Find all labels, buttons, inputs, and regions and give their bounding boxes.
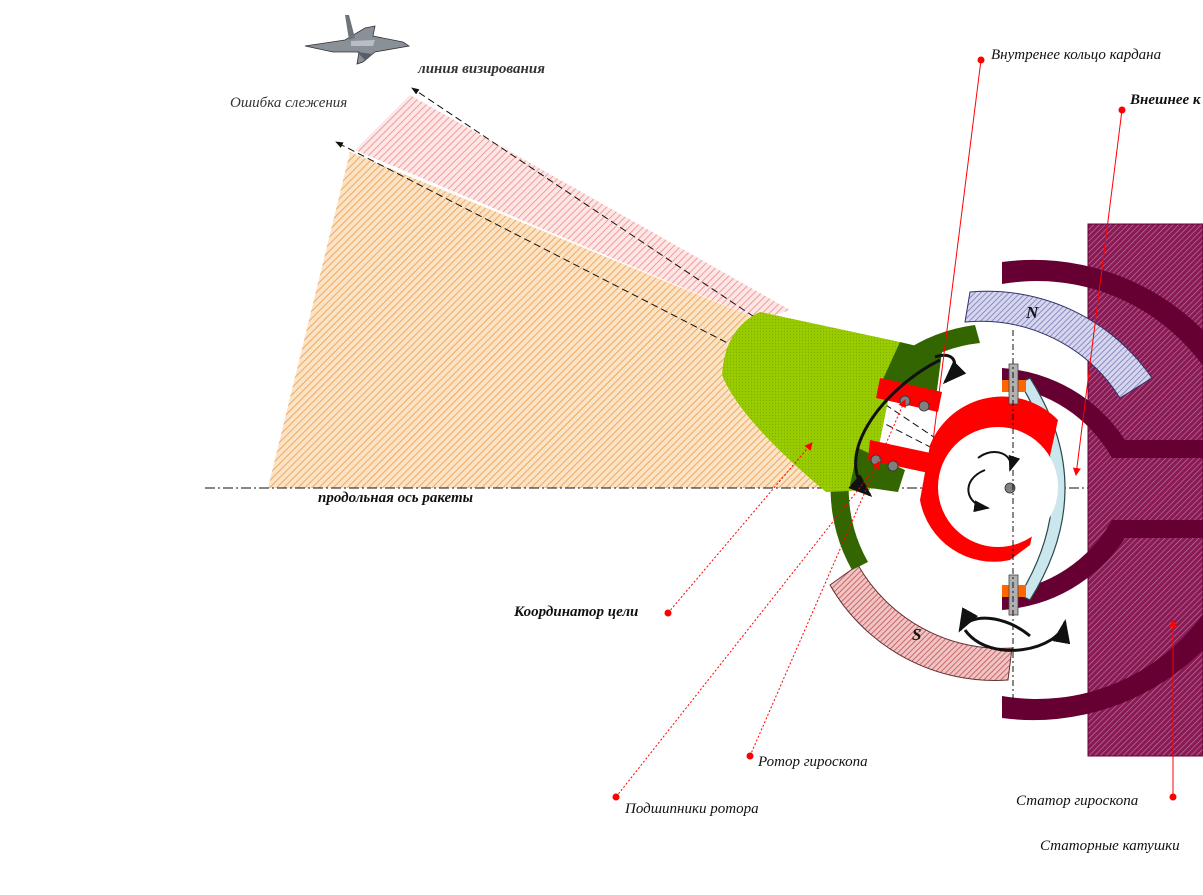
leader-gyro-rotor: [749, 399, 906, 757]
leader-target-seeker: [667, 442, 813, 614]
bearing-ball: [899, 395, 911, 407]
label-target-seeker: Координатор цели: [513, 604, 638, 620]
rotor-spin-arrow: [967, 469, 990, 513]
leader-dot: [1118, 106, 1126, 114]
bearing-ball: [918, 400, 930, 412]
stator-coil-outer-top: [1002, 259, 1203, 366]
tracking-error-cone: [355, 95, 790, 320]
leader-dot: [977, 56, 985, 64]
leader-outer-ring: [1072, 109, 1123, 476]
precession-arrow-ring: [848, 358, 941, 497]
stator-spin-arrow-left: [958, 607, 1031, 638]
label-gyro-rotor: Ротор гироскопа: [757, 754, 868, 770]
stator-block: [1087, 223, 1203, 757]
label-gyro-stator: Статор гироскопа: [1016, 793, 1138, 809]
stator-coil-outer-bottom: [1002, 614, 1203, 721]
bearing-ball: [887, 460, 899, 472]
leader-dot: [1169, 793, 1177, 801]
bearing-ball: [870, 454, 882, 466]
target-seeker-head: [722, 312, 900, 492]
leader-inner-gimbal: [926, 59, 982, 466]
label-pole-s: S: [912, 625, 921, 644]
precession-arrow-top: [934, 353, 967, 385]
label-line-of-sight: линия визирования: [417, 61, 545, 77]
leader-rotor-bearings: [615, 461, 881, 798]
stator-spin-arrow: [963, 619, 1071, 652]
pole-s-block: [829, 564, 1013, 681]
label-pole-n: N: [1025, 303, 1039, 322]
fighter-jet-icon: [304, 15, 411, 65]
rotor-spin-arrow-upper: [977, 451, 1021, 472]
label-missile-axis: продольная ось ракеты: [318, 490, 473, 506]
pole-n-block: [964, 290, 1153, 399]
label-stator-coils: Статорные катушки: [1040, 838, 1180, 854]
rotor-hollow: [938, 427, 1058, 547]
leader-dot: [664, 609, 672, 617]
leader-dot: [746, 752, 754, 760]
stator-coil-inner-top: [1002, 368, 1203, 458]
line-of-sight: [411, 87, 1011, 489]
label-outer-ring: Внешнее к: [1129, 92, 1201, 108]
tracking-error-line: [335, 141, 1011, 489]
label-rotor-bearings: Подшипники ротора: [624, 801, 759, 817]
rotor-shaft-lower: [868, 440, 940, 475]
bushing-bottom-pin: [1008, 574, 1019, 616]
label-inner-gimbal-ring: Внутренее кольцо кардана: [991, 47, 1161, 63]
bushing-top-pin: [1008, 363, 1019, 405]
leader-dot: [612, 793, 620, 801]
stator-coil-inner-bottom: [1002, 520, 1203, 610]
field-of-view-cone: [268, 152, 840, 488]
label-tracking-error: Ошибка слежения: [230, 95, 347, 111]
